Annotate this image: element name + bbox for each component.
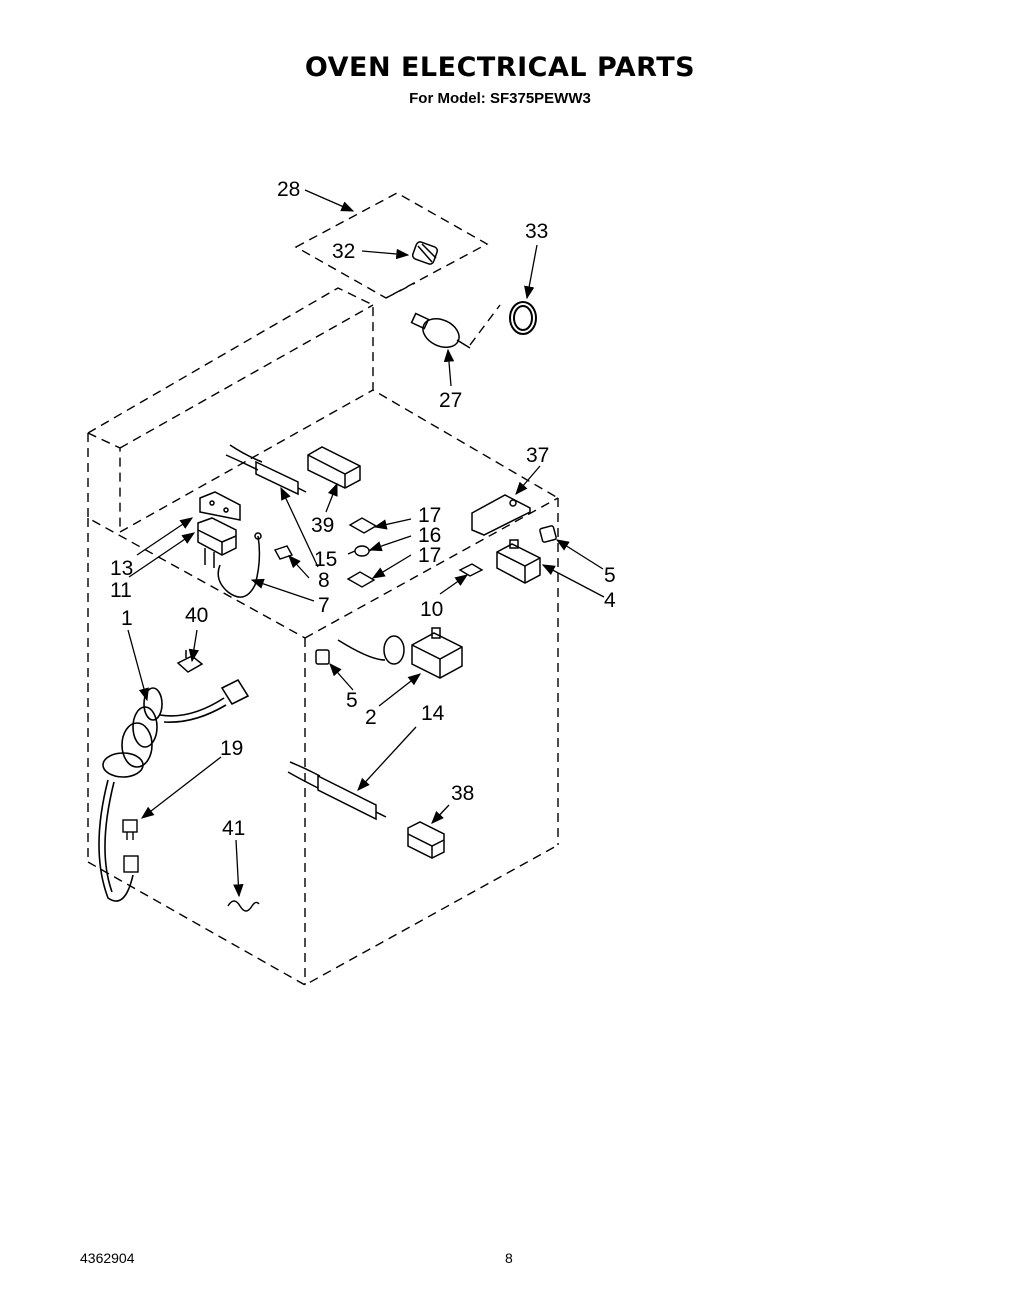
part-15-sensor-probe	[225, 444, 307, 496]
part-27-light-bulb	[410, 312, 471, 349]
part-1-power-cord	[98, 678, 250, 902]
leader-lines	[127, 189, 605, 898]
cabinet-outline	[87, 192, 559, 986]
part-4-switch	[496, 539, 541, 584]
callout-10: 10	[420, 598, 443, 621]
part-19-connector	[122, 819, 139, 873]
callout-7: 7	[318, 594, 330, 617]
callout-5-left: 5	[346, 689, 358, 712]
callout-39: 39	[311, 514, 334, 537]
part-2-thermostat	[337, 627, 463, 679]
callout-14: 14	[421, 702, 445, 725]
part-40-cord-clamp	[176, 650, 204, 673]
callout-labels: 28 32 33 27 37 39 13 11 15 17 16 17 8 7 …	[110, 178, 616, 840]
model-label: For Model:	[409, 90, 486, 107]
part-5-terminal-right	[539, 525, 557, 543]
callout-41: 41	[222, 817, 245, 840]
part-10-thermal-fuse	[458, 563, 484, 577]
callout-11: 11	[110, 579, 132, 602]
callout-40: 40	[185, 604, 208, 627]
callout-19: 19	[220, 737, 243, 760]
callout-4: 4	[604, 589, 616, 612]
callout-15: 15	[314, 548, 337, 571]
page-title: OVEN ELECTRICAL PARTS	[304, 52, 696, 83]
part-11-relay-block	[197, 517, 237, 568]
callout-17-lower: 17	[418, 544, 441, 567]
part-8-clip	[273, 545, 294, 560]
part-32-lamp-socket	[411, 241, 439, 265]
callout-17-upper: 17	[418, 504, 441, 527]
part-16-fuse	[347, 545, 377, 557]
page-number: 8	[505, 1250, 513, 1266]
part-38-bracket	[407, 821, 445, 859]
part-17-insulator-upper	[348, 517, 378, 534]
document-number: 4362904	[80, 1250, 135, 1266]
callout-27: 27	[439, 389, 462, 412]
callout-33: 33	[525, 220, 548, 243]
model-number: SF375PEWW3	[489, 90, 591, 107]
callout-5-right: 5	[604, 564, 616, 587]
part-17-insulator-lower	[346, 571, 376, 588]
callout-1: 1	[121, 607, 133, 630]
part-13-mounting-bracket	[199, 491, 241, 521]
part-37-cover-plate	[471, 494, 531, 536]
part-41-wire-clip	[227, 900, 260, 912]
callout-32: 32	[332, 240, 355, 263]
part-7-wire-harness	[217, 532, 262, 598]
callout-2: 2	[365, 706, 377, 729]
part-14-sensor-probe	[287, 761, 387, 821]
part-5-terminal-left	[315, 649, 330, 665]
model-subtitle: For Model: SF375PEWW3	[0, 90, 1000, 107]
callout-13: 13	[110, 557, 133, 580]
part-33-lens-ring	[509, 301, 537, 335]
callout-28: 28	[277, 178, 300, 201]
callout-16: 16	[418, 524, 441, 547]
part-39-bracket	[307, 446, 361, 489]
callout-8: 8	[318, 569, 330, 592]
callout-38: 38	[451, 782, 474, 805]
callout-37: 37	[526, 444, 549, 467]
